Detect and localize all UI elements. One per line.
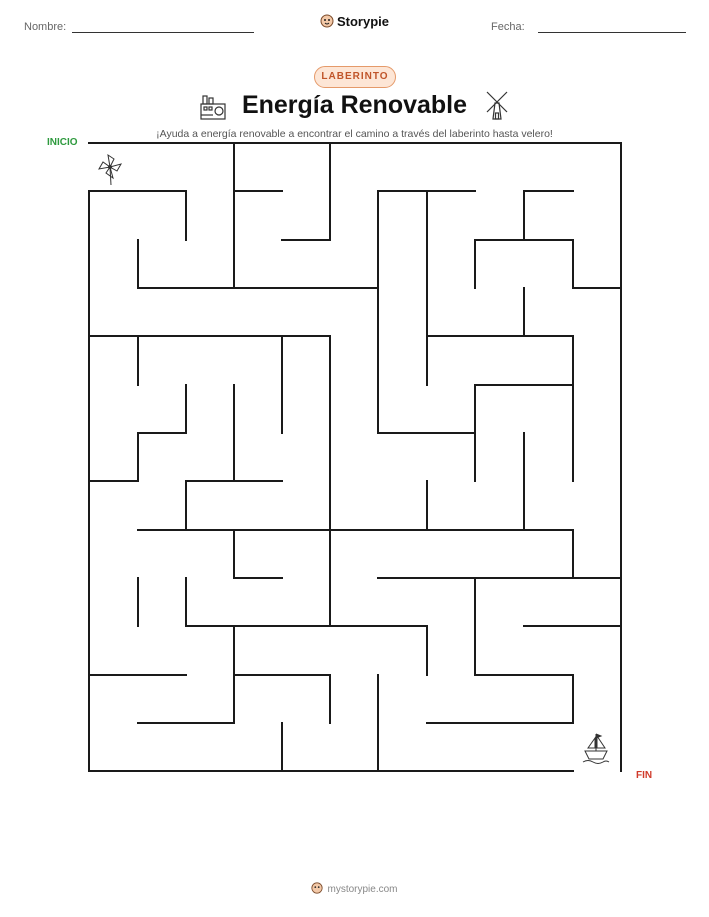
footer-site: mystorypie.com — [327, 884, 398, 896]
date-label: Fecha: — [491, 21, 525, 33]
maze-walls — [88, 142, 622, 772]
power-plant-icon — [198, 93, 228, 126]
pinwheel-icon — [98, 153, 123, 186]
end-label: FIN — [636, 770, 653, 781]
sailboat-icon — [582, 733, 610, 764]
brand-logo: Storypie — [0, 14, 709, 31]
page-title: Energía Renovable — [241, 91, 468, 119]
start-label: INICIO — [47, 137, 78, 148]
windmill-icon — [482, 89, 512, 126]
storypie-mascot-icon — [320, 14, 334, 31]
storypie-mascot-icon — [311, 882, 324, 897]
name-field-line[interactable] — [72, 32, 254, 33]
category-badge: LABERINTO — [314, 66, 396, 88]
date-field-line[interactable] — [538, 32, 686, 33]
footer: mystorypie.com — [0, 882, 709, 897]
brand-name: Storypie — [336, 14, 389, 29]
instructions: ¡Ayuda a energía renovable a encontrar e… — [156, 128, 553, 140]
name-label: Nombre: — [24, 21, 67, 33]
